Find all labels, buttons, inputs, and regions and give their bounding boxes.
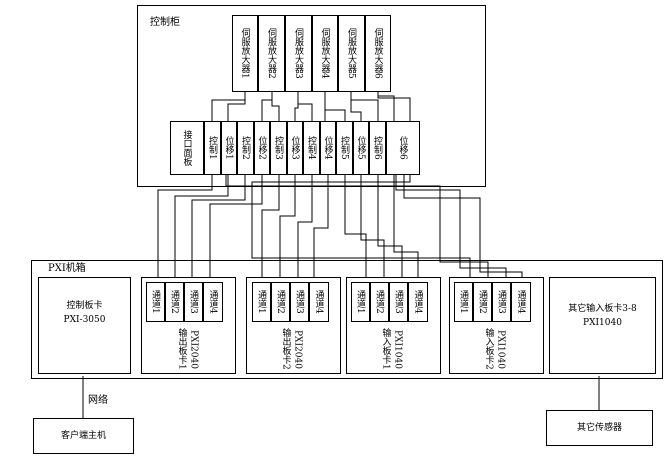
output-card-2-channel-3: 通道3 [290, 282, 309, 322]
input-card-1-channel-1: 通道1 [351, 282, 370, 322]
control-card [38, 277, 131, 374]
port-control-6: 控制6 [369, 121, 386, 175]
other-sensors [546, 410, 653, 446]
network-label: 网络 [88, 395, 108, 406]
input-card-1 [346, 277, 441, 374]
input-card-1-channel-4: 通道4 [408, 282, 428, 322]
other-input-cards [549, 277, 656, 374]
port-control-2: 控制2 [237, 121, 254, 175]
pxi-chassis [31, 260, 663, 379]
control-cabinet-title: 控制柜 [150, 17, 180, 28]
port-control-4: 控制4 [303, 121, 320, 175]
other-sensors-label: 其它传感器 [576, 423, 622, 433]
output-card-1 [141, 277, 236, 374]
servo-amplifier-5: 伺服放大器5 [338, 15, 365, 92]
output-card-1-channel-1: 通道1 [146, 282, 165, 322]
input-card-2-channel-1: 通道1 [454, 282, 473, 322]
control-card-name: 控制板卡 [66, 301, 103, 311]
input-card-2-channel-2: 通道2 [473, 282, 492, 322]
client-host [33, 418, 134, 454]
output-card-2-channel-1: 通道1 [252, 282, 271, 322]
port-displacement-5: 位移5 [353, 121, 369, 175]
input-card-1-channel-2: 通道2 [370, 282, 389, 322]
pxi-chassis-title: PXI机箱 [48, 263, 86, 274]
output-card-2 [246, 277, 341, 374]
other-input-cards-model: PXI1040 [583, 318, 622, 328]
port-displacement-1: 位移1 [221, 121, 237, 175]
port-displacement-3: 位移3 [287, 121, 303, 175]
port-control-1: 控制1 [204, 121, 221, 175]
output-card-2-channel-2: 通道2 [271, 282, 290, 322]
servo-amplifier-1: 伺服放大器1 [232, 15, 258, 92]
port-control-3: 控制3 [270, 121, 287, 175]
output-card-1-channel-4: 通道4 [203, 282, 223, 322]
output-card-1-channel-3: 通道3 [184, 282, 203, 322]
control-cabinet [137, 5, 486, 187]
client-host-label: 客户端主机 [60, 431, 106, 441]
servo-amplifier-2: 伺服放大器2 [258, 15, 285, 92]
servo-amplifier-6: 伺服放大器6 [365, 15, 391, 92]
input-card-1-channel-3: 通道3 [389, 282, 408, 322]
input-card-2-channel-4: 通道4 [511, 282, 531, 322]
input-card-2 [449, 277, 544, 374]
port-displacement-2: 位移2 [254, 121, 270, 175]
port-displacement-4: 位移4 [320, 121, 336, 175]
input-card-2-channel-3: 通道3 [492, 282, 511, 322]
other-input-cards-name: 其它输入板卡3-8 [568, 304, 637, 314]
control-card-model: PXI-3050 [63, 315, 106, 325]
port-displacement-6: 位移6 [386, 121, 420, 175]
output-card-1-channel-2: 通道2 [165, 282, 184, 322]
port-control-5: 控制5 [336, 121, 353, 175]
servo-amplifier-4: 伺服放大器4 [312, 15, 338, 92]
output-card-2-channel-4: 通道4 [309, 282, 329, 322]
servo-amplifier-3: 伺服放大器3 [285, 15, 312, 92]
interface-panel-label: 接口面板 [170, 121, 204, 175]
